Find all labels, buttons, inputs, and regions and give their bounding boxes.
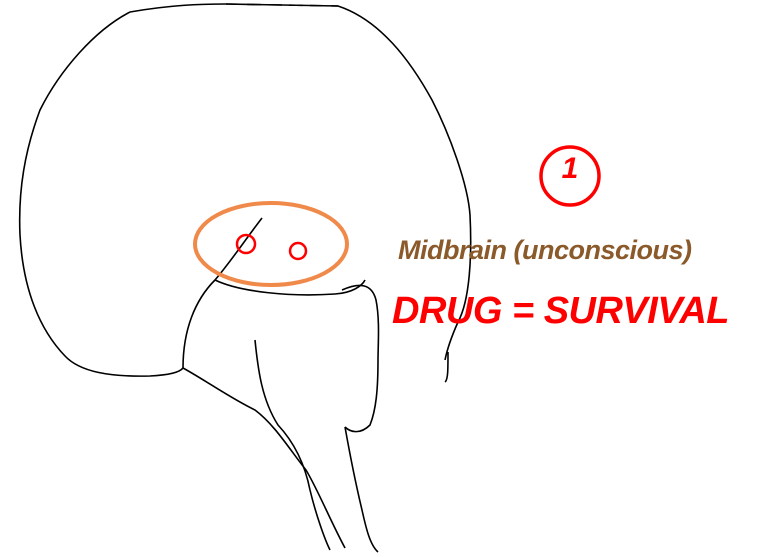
midbrain-highlight-ellipse [195, 203, 347, 285]
drug-survival-equation: DRUG = SURVIVAL [392, 292, 729, 330]
nucleus-marker-right [290, 243, 306, 259]
midbrain-contour [183, 218, 365, 368]
nucleus-marker-left [237, 235, 255, 253]
midbrain-label: Midbrain (unconscious) [398, 237, 692, 264]
brainstem-outline [255, 340, 378, 552]
cerebellum-outline [183, 285, 379, 548]
step-number: 1 [548, 154, 592, 184]
